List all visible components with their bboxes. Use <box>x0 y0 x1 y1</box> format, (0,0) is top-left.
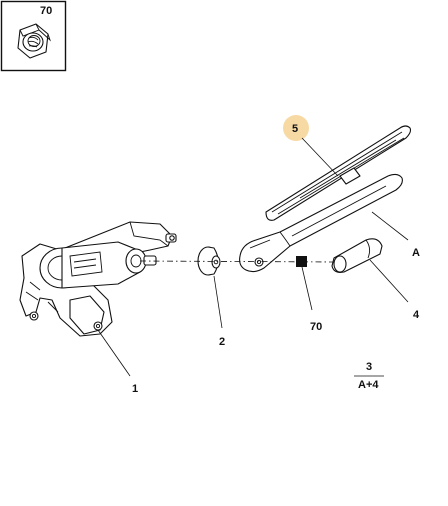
callout-kit-bottom: A+4 <box>358 379 379 391</box>
callout-arm: A <box>412 247 420 259</box>
inset-ref-label: 70 <box>40 5 52 17</box>
callout-motor: 1 <box>132 383 138 395</box>
wiper-blade <box>265 125 412 221</box>
inset-box: 70 <box>0 0 67 72</box>
highlight-circle <box>283 115 309 141</box>
callout-nut-ref: 70 <box>310 321 322 333</box>
leader-lines <box>97 137 409 377</box>
callout-kit-top: 3 <box>366 361 372 373</box>
arm-cap <box>331 238 383 273</box>
assembly-axis-line <box>139 260 335 263</box>
callout-cap: 4 <box>413 309 420 321</box>
nut-marker-square <box>296 256 307 267</box>
wiper-motor <box>19 221 177 337</box>
callout-grommet: 2 <box>219 336 225 348</box>
hex-nut-icon <box>17 23 51 59</box>
callout-blade: 5 <box>292 123 298 135</box>
